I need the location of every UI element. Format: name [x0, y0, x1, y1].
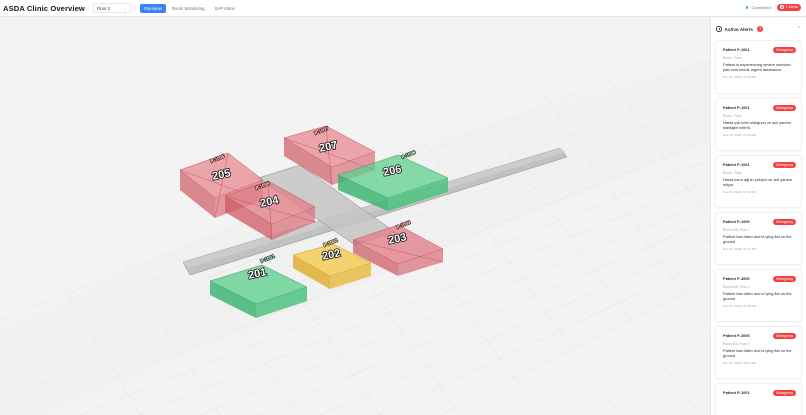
patient-label-201: P-1001: [260, 253, 276, 263]
alert-card[interactable]: Patient P-1001 Emergency Room , Floor Pat…: [715, 40, 802, 94]
alert-patient: Patient P-1001: [723, 47, 750, 53]
alert-location: Room , Floor: [723, 170, 742, 175]
patient-label-206: P-1006: [401, 149, 417, 159]
emergency-badge: Emergency: [773, 276, 796, 282]
emergency-badge: Emergency: [773, 333, 796, 339]
alert-message: Patient has fallen and is lying flat on …: [723, 233, 792, 245]
connection-status: Connected: [746, 5, 771, 10]
tab-sap-inbox[interactable]: SAP Inbox: [214, 5, 235, 11]
alert-patient: Patient P-1001: [723, 390, 750, 396]
alert-card[interactable]: Patient P-1005 Emergency Room 105, Floor …: [715, 212, 802, 265]
emergency-badge: Emergency: [773, 47, 796, 53]
room-201[interactable]: [209, 264, 308, 318]
alert-location: Room , Floor: [723, 113, 742, 118]
room-number-204: 204: [259, 194, 280, 210]
alert-card[interactable]: Patient P-3005 Emergency Room 305, Floor …: [715, 269, 802, 322]
room-number-202: 202: [321, 247, 341, 263]
connection-label: Connected: [751, 4, 771, 10]
tab-room-monitoring[interactable]: Room Monitoring: [171, 5, 205, 11]
main-tabs: Overview Room Monitoring SAP Inbox: [139, 3, 239, 13]
room-202[interactable]: [292, 243, 372, 289]
room-204[interactable]: [224, 180, 316, 241]
main-corridor-top: [183, 148, 566, 268]
floor-select-value: Floor 2: [96, 5, 110, 11]
alert-card[interactable]: Patient P-3005 Emergency Room 305, Floor …: [715, 326, 802, 379]
connected-dot-icon: [746, 6, 749, 9]
floor-select[interactable]: Floor 2 ⌄: [92, 3, 131, 13]
alert-message: Patient has fallen and is lying flat on …: [723, 290, 792, 302]
chevron-down-icon: ⌄: [123, 5, 127, 11]
room-labels: 205 P-1005 204 P-1004 207 P-1007 206 P-1…: [209, 125, 417, 283]
clock-icon: [716, 26, 722, 32]
alert-time: Nov 23, 2025, 07:08 AM: [723, 303, 757, 308]
room-203[interactable]: [352, 224, 444, 276]
alert-card[interactable]: Patient P-1001 Emergency Room , Floor Has…: [715, 98, 802, 151]
alert-location: Room , Floor: [723, 55, 742, 60]
alert-time: Nov 23, 2025, 07:16 AM: [723, 189, 757, 194]
chevron-up-icon[interactable]: ⌃: [797, 26, 801, 31]
patient-label-207: P-1007: [314, 125, 330, 135]
alert-circle-icon: !: [779, 4, 784, 10]
patient-label-202: P-1002: [323, 237, 339, 247]
emergency-badge: Emergency: [773, 390, 796, 396]
alert-message: Hasta karın ağrısı çekiyor ve acil yardı…: [723, 176, 793, 188]
room-number-201: 201: [247, 266, 267, 282]
alerts-count-badge: 7: [756, 26, 764, 32]
alerts-title: Active Alerts: [724, 26, 753, 32]
app-title: ASDA Clinic Overview: [3, 3, 85, 13]
status-area: Connected ! 7 Alerts: [746, 4, 801, 11]
alerts-count-button[interactable]: ! 7 Alerts: [776, 4, 801, 11]
tab-overview[interactable]: Overview: [139, 3, 166, 13]
alert-time: Nov 23, 2025, 07:11 AM: [723, 246, 756, 251]
emergency-badge: Emergency: [773, 219, 796, 225]
room-number-206: 206: [382, 163, 402, 179]
alert-message: Patient has fallen and is lying flat on …: [723, 347, 792, 359]
alert-location: Room 305, Floor 3: [723, 341, 750, 346]
alert-patient: Patient P-1001: [723, 162, 750, 168]
alert-card[interactable]: Patient P-1001 Emergency: [715, 383, 802, 415]
alert-time: Nov 23, 2025, 06:53 AM: [723, 360, 757, 365]
emergency-badge: Emergency: [773, 162, 796, 168]
floor-3d-view[interactable]: 205 P-1005 204 P-1004 207 P-1007 206 P-1…: [0, 18, 710, 415]
patient-label-203: P-1003: [396, 219, 412, 229]
room-number-203: 203: [387, 231, 407, 247]
alert-message: Hasta çok kötü olduğunu ve acil yardım i…: [723, 119, 791, 131]
alert-patient: Patient P-1005: [723, 219, 750, 225]
alert-time: Nov 23, 2025, 07:26 AM: [723, 74, 757, 79]
alert-patient: Patient P-1001: [723, 105, 750, 111]
alert-time: Nov 23, 2025, 07:23 AM: [723, 132, 757, 137]
floor-plan-canvas[interactable]: 205 P-1005 204 P-1004 207 P-1007 206 P-1…: [0, 18, 710, 415]
room-number-207: 207: [318, 139, 338, 155]
alerts-header[interactable]: Active Alerts 7 ⌃: [711, 18, 806, 40]
alert-message: Patient is experiencing severe stomach p…: [723, 61, 791, 73]
top-bar: ASDA Clinic Overview Floor 2 ⌄ Overview …: [0, 0, 806, 17]
room-number-205: 205: [211, 167, 231, 183]
alert-patient: Patient P-3005: [723, 276, 750, 282]
emergency-badge: Emergency: [773, 105, 796, 111]
alert-location: Room 305, Floor 3: [723, 284, 750, 289]
patient-label-204: P-1004: [255, 180, 271, 190]
alert-patient: Patient P-3005: [723, 333, 750, 339]
alerts-count-label: 7 Alerts: [785, 5, 798, 10]
patient-label-205: P-1005: [210, 153, 226, 163]
room-206[interactable]: [337, 154, 449, 211]
alert-card[interactable]: Patient P-1001 Emergency Room , Floor Has…: [715, 155, 802, 208]
alert-location: Room 105, Floor 1: [723, 227, 750, 232]
